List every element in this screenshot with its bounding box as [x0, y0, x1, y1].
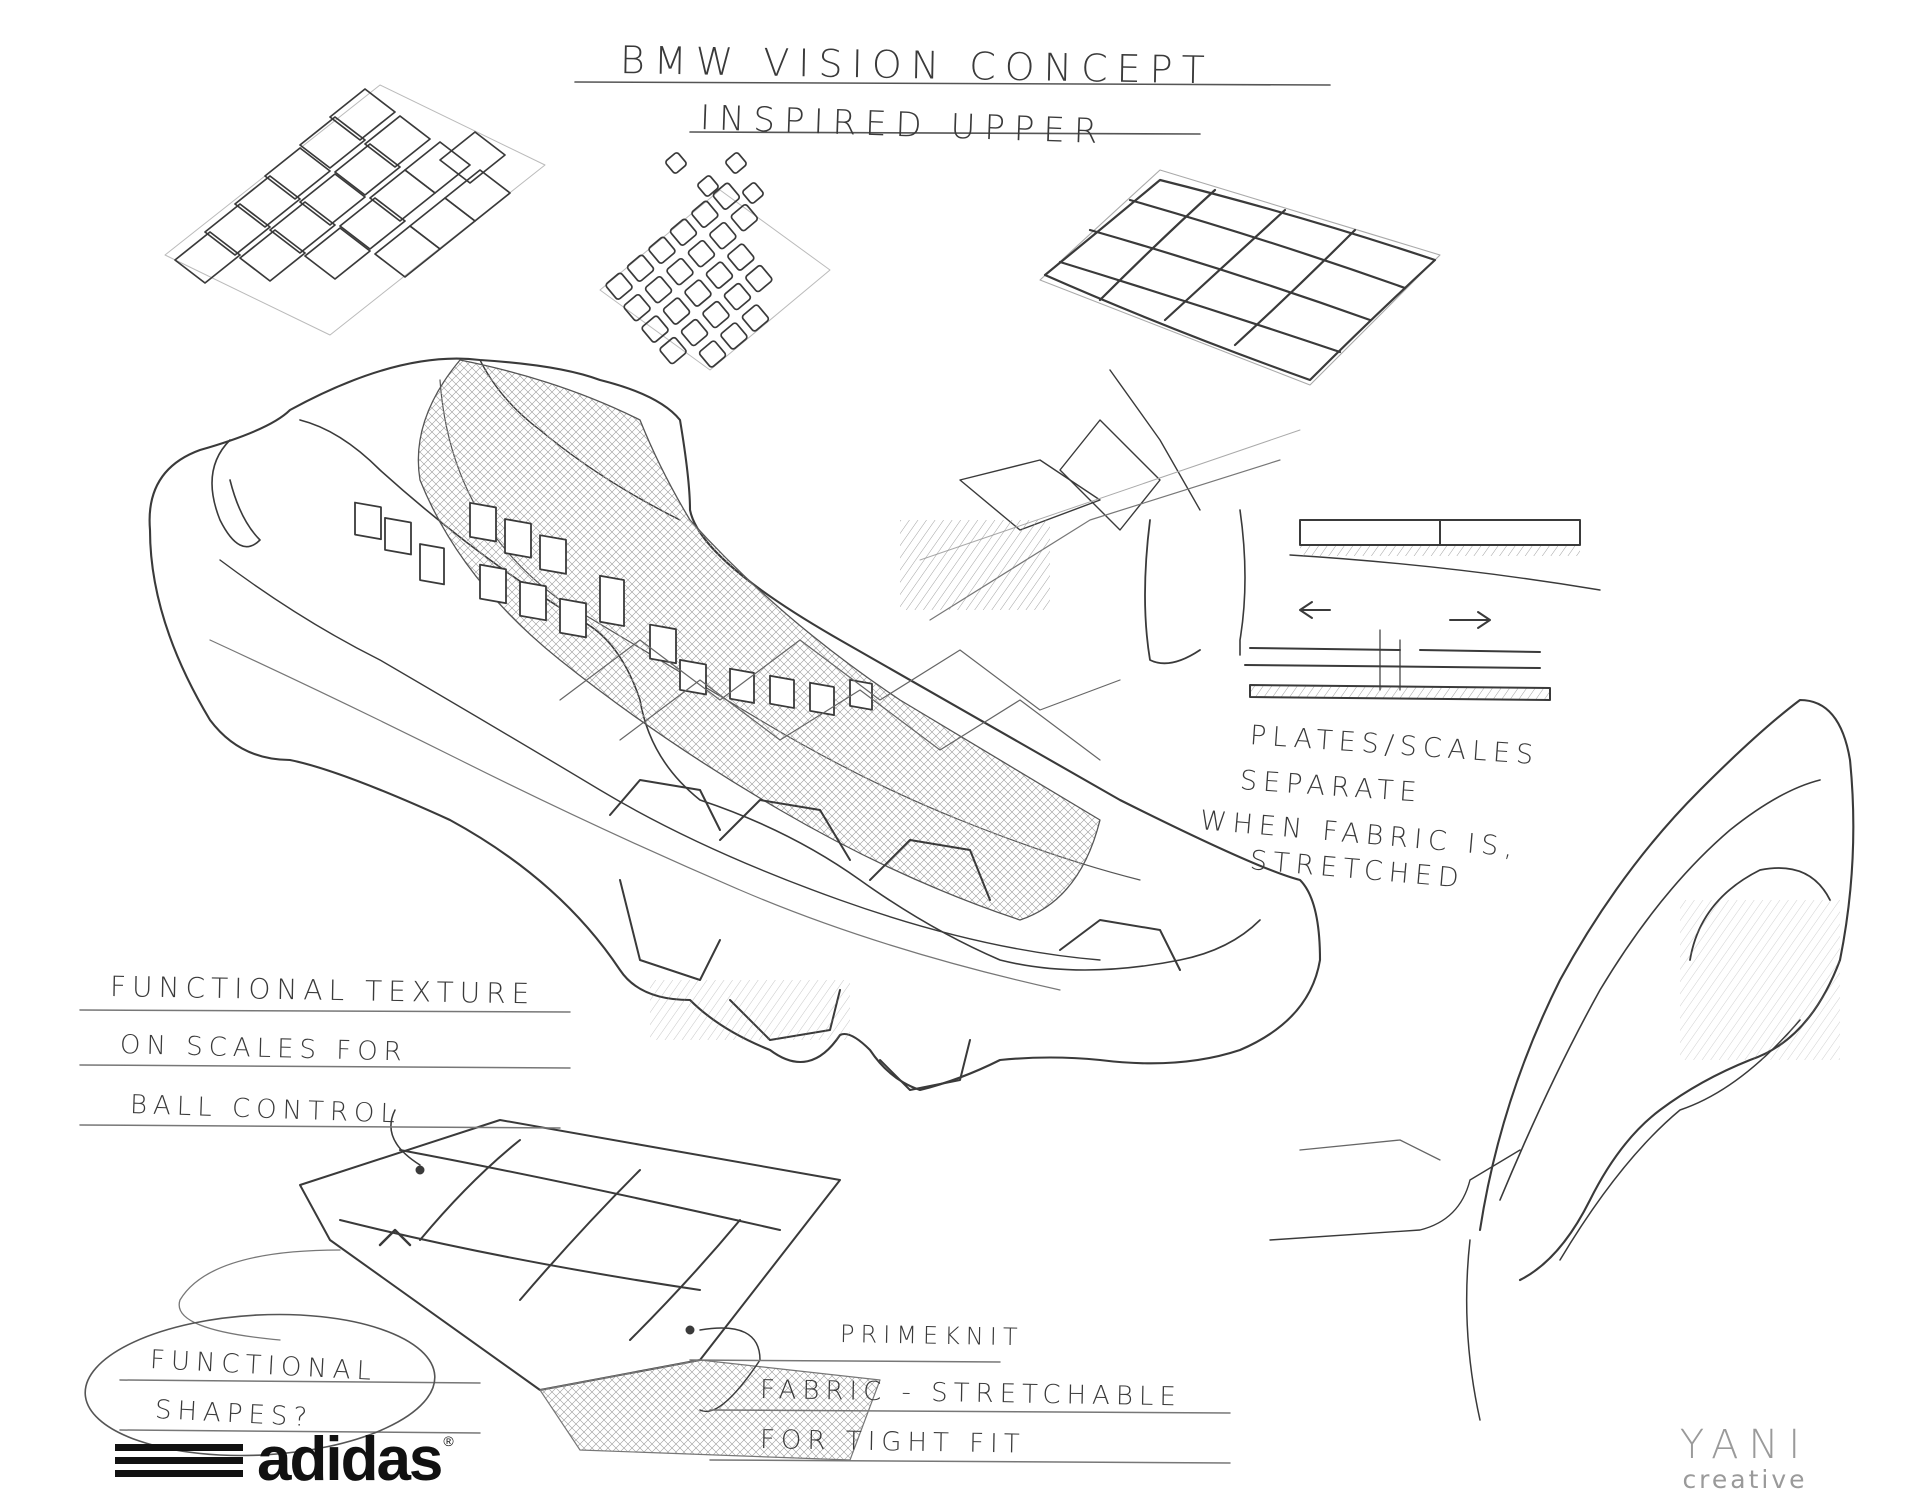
registered-mark: ®: [443, 1433, 454, 1449]
yani-wordmark: YANI: [1679, 1422, 1811, 1468]
yani-subtitle: creative: [1682, 1465, 1808, 1494]
stretch-diagram: [1144, 509, 1601, 701]
shapes-ellipse: [84, 1313, 436, 1457]
football-boot-sketch: [148, 357, 1322, 1092]
boot-detail-sketch: [1269, 698, 1855, 1421]
fabric-note-line-2: FOR TIGHT FIT: [759, 1425, 1026, 1460]
scale-grid-sketch-1: [164, 84, 546, 336]
yani-creative-logo: YANI creative: [1660, 1425, 1830, 1495]
adidas-wordmark: adidas: [257, 1425, 443, 1494]
title-rules: [574, 81, 1331, 135]
primeknit-note: PRIMEKNIT: [839, 1320, 1024, 1352]
adidas-stripes-icon: [115, 1443, 243, 1477]
scale-grid-sketch-3: [900, 169, 1441, 621]
scale-grid-sketch-2: [599, 152, 831, 371]
adidas-logo: adidas ®: [115, 1425, 485, 1495]
note-rules: [79, 1009, 1231, 1464]
